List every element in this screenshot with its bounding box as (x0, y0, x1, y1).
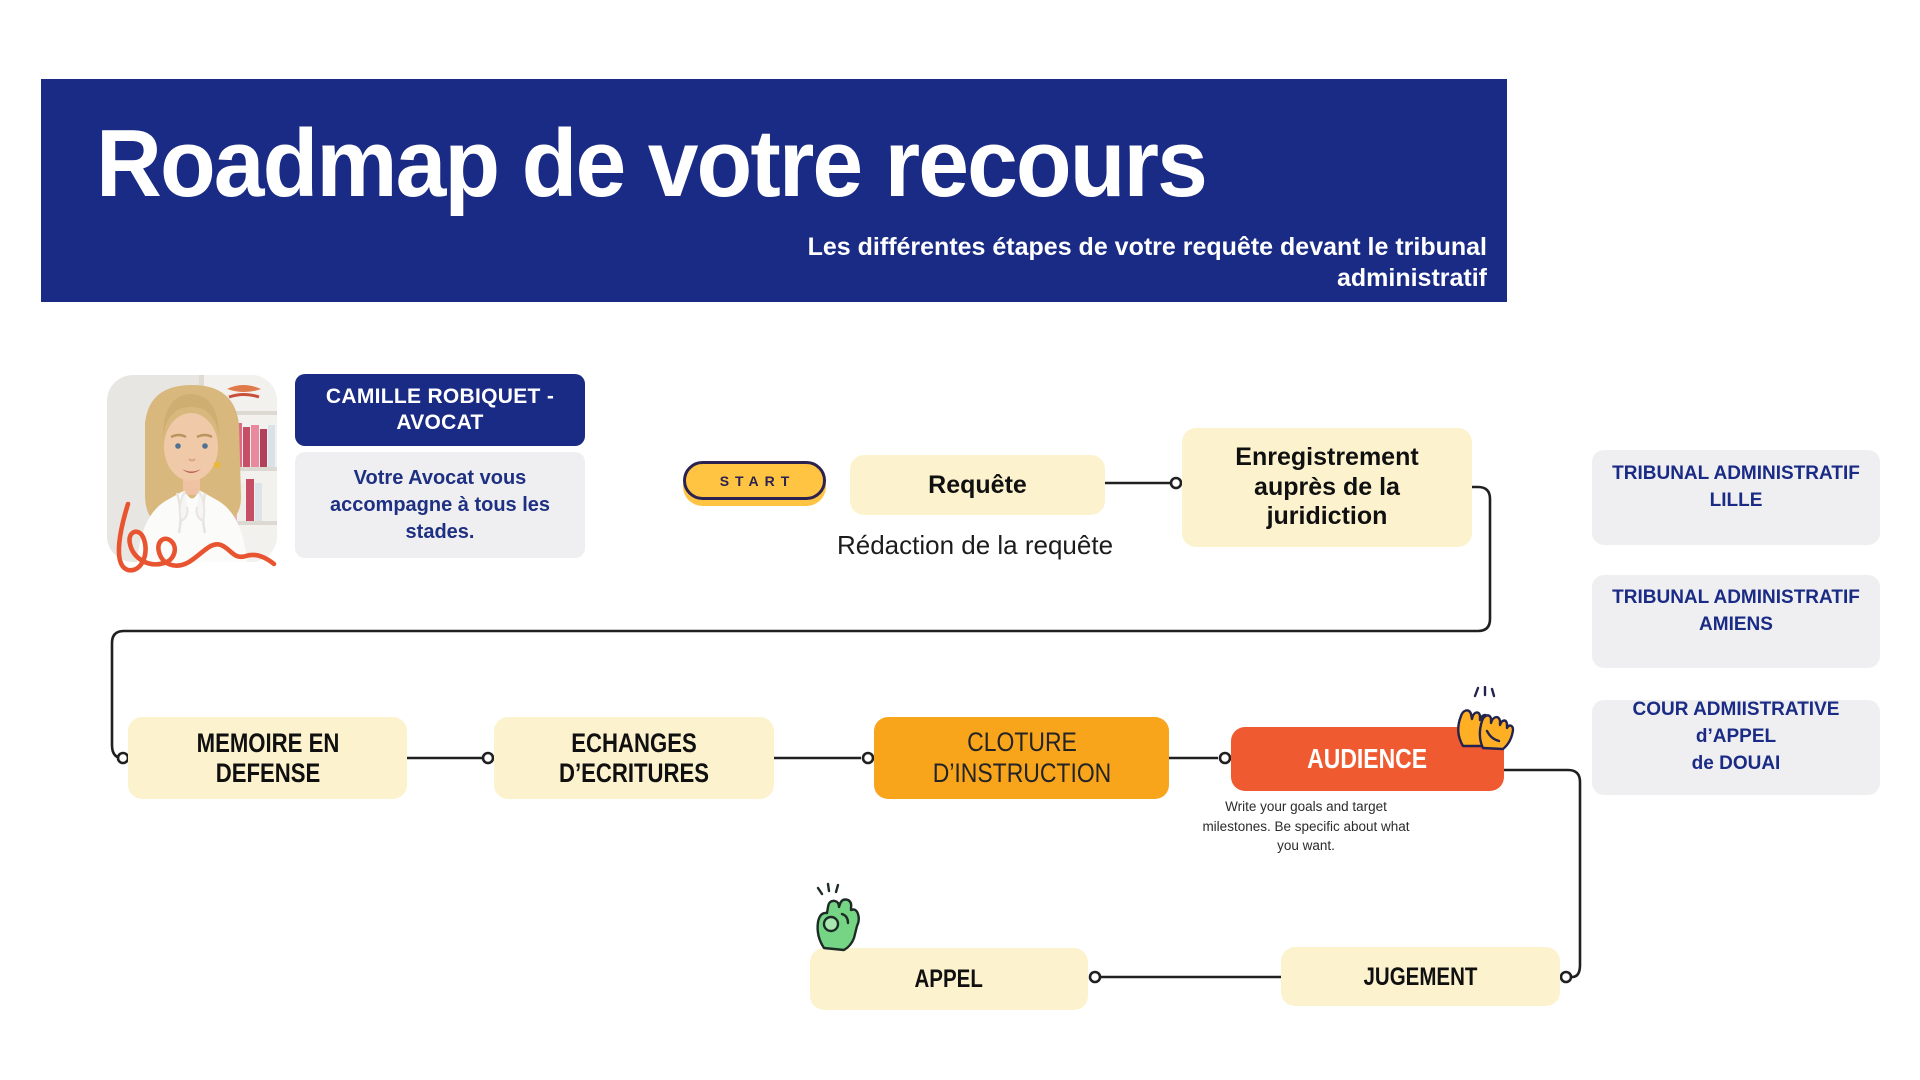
court-box-cour-appel-douai: COUR ADMIISTRATIVE d’APPEL de DOUAI (1592, 699, 1880, 795)
start-badge: START (683, 461, 826, 500)
court-line: LILLE (1709, 489, 1763, 511)
lawyer-name-card: CAMILLE ROBIQUET - AVOCAT (295, 374, 585, 446)
court-line: COUR ADMIISTRATIVE d’APPEL (1632, 699, 1840, 747)
court-line: de DOUAI (1691, 753, 1781, 774)
step-cloture-label: CLOTURE D’INSTRUCTION (932, 727, 1111, 788)
step-memoire-en-defense: MEMOIRE EN DEFENSE (128, 717, 407, 799)
subtitle-line-2: administratif (1336, 264, 1487, 292)
step-cloture-instruction: CLOTURE D’INSTRUCTION (874, 717, 1169, 799)
lawyer-tagline-card: Votre Avocat vous accompagne à tous les … (295, 452, 585, 558)
step-requete-label: Requête (928, 470, 1027, 499)
step-memoire-label: MEMOIRE EN DEFENSE (196, 727, 339, 788)
step-jugement-label: JUGEMENT (1363, 962, 1478, 991)
court-box-tribunal-lille: TRIBUNAL ADMINISTRATIF LILLE (1592, 450, 1880, 545)
subtitle-line-1: Les différentes étapes de votre requête … (807, 233, 1487, 261)
page-title: Roadmap de votre recours (96, 110, 1208, 217)
step-audience-label: AUDIENCE (1307, 743, 1428, 775)
court-box-tribunal-amiens: TRIBUNAL ADMINISTRATIF AMIENS (1592, 575, 1880, 668)
header-banner: Roadmap de votre recours Les différentes… (41, 79, 1507, 302)
signature-scribble-icon (116, 501, 277, 573)
court-line: TRIBUNAL ADMINISTRATIF (1612, 586, 1860, 608)
clapping-hands-icon (1457, 686, 1515, 751)
court-line: TRIBUNAL ADMINISTRATIF (1612, 462, 1860, 484)
audience-note: Write your goals and target milestones. … (1202, 799, 1410, 853)
step-appel: APPEL (810, 948, 1088, 1010)
step-requete: Requête (850, 455, 1105, 515)
step-enregistrement-label: Enregistrement auprès de la juridiction (1235, 443, 1419, 531)
step-requete-caption: Rédaction de la requête (836, 530, 1114, 560)
step-echanges-label: ECHANGES D’ECRITURES (558, 727, 710, 788)
start-badge-label: START (719, 472, 796, 489)
court-line: AMIENS (1699, 613, 1773, 635)
step-echanges-ecritures: ECHANGES D’ECRITURES (494, 717, 774, 799)
step-enregistrement: Enregistrement auprès de la juridiction (1182, 428, 1472, 547)
step-appel-label: APPEL (914, 965, 984, 993)
raised-fist-icon (816, 882, 860, 952)
lawyer-tagline-label: Votre Avocat vous accompagne à tous les … (329, 466, 551, 543)
step-jugement: JUGEMENT (1281, 947, 1560, 1006)
lawyer-name-label: CAMILLE ROBIQUET - AVOCAT (325, 385, 555, 434)
page-subtitle: Les différentes étapes de votre requête … (587, 232, 1487, 294)
